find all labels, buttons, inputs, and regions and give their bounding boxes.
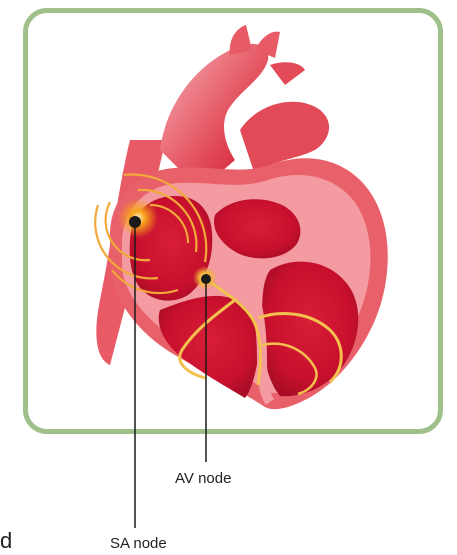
sa-node-label: SA node: [110, 535, 167, 552]
vessel-branch-3: [270, 62, 305, 85]
left-ventricle: [262, 262, 358, 397]
vessel-branch-1: [230, 25, 252, 55]
right-ventricle: [159, 296, 259, 398]
av-node-label: AV node: [175, 470, 231, 487]
stray-text: d: [0, 528, 12, 554]
